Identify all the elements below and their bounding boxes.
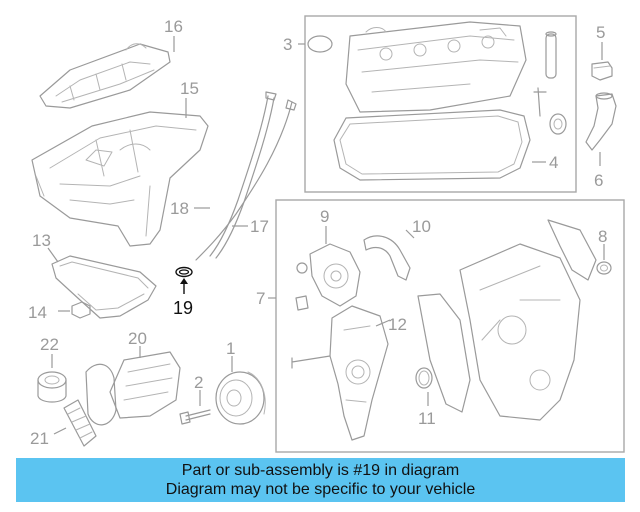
part-3-valve-cover[interactable]: [307, 21, 527, 113]
info-banner: Part or sub-assembly is #19 in diagram D…: [16, 458, 625, 502]
callout-6[interactable]: 6: [594, 171, 603, 190]
callout-22[interactable]: 22: [40, 335, 59, 354]
callout-9[interactable]: 9: [320, 207, 329, 226]
part-20-filter-housing[interactable]: [85, 351, 181, 426]
part-18-dipstick[interactable]: [195, 99, 297, 261]
callout-12[interactable]: 12: [388, 315, 407, 334]
callout-14[interactable]: 14: [28, 303, 47, 322]
callout-1[interactable]: 1: [226, 339, 235, 358]
callout-10[interactable]: 10: [412, 217, 431, 236]
part-16-baffle[interactable]: [39, 43, 171, 109]
part-pcv-tube: [533, 31, 567, 135]
part-10-hose[interactable]: [363, 235, 411, 281]
part-12-pump-housing[interactable]: [291, 305, 389, 441]
part-13-lower-oil-pan[interactable]: [51, 255, 157, 319]
callout-19[interactable]: 19: [173, 298, 193, 318]
part-2-bolt[interactable]: [179, 409, 211, 425]
callout-4[interactable]: 4: [549, 153, 558, 172]
callout-13[interactable]: 13: [32, 231, 51, 250]
part-4-valve-cover-gasket[interactable]: [333, 109, 531, 181]
banner-line-disclaimer: Diagram may not be specific to your vehi…: [165, 481, 476, 498]
part-17-dipstick-tube[interactable]: [209, 91, 277, 259]
callout-5[interactable]: 5: [596, 23, 605, 42]
callout-11[interactable]: 11: [418, 409, 436, 428]
part-14-drain-plug[interactable]: [71, 301, 91, 319]
part-timing-cover: [295, 219, 597, 421]
part-5-oil-fill-cap[interactable]: [591, 61, 613, 81]
callout-17[interactable]: 17: [250, 217, 269, 236]
callout-16[interactable]: 16: [164, 17, 183, 36]
group-frame-valve-cover: [304, 15, 577, 193]
part-6-oil-fill-tube[interactable]: [585, 92, 617, 151]
callout-21[interactable]: 21: [30, 429, 49, 448]
part-1-damper[interactable]: [215, 371, 266, 425]
callout-3[interactable]: 3: [283, 35, 292, 54]
callout-7[interactable]: 7: [256, 289, 265, 308]
group-frame-timing-cover: [275, 199, 625, 453]
part-9-water-pump[interactable]: [296, 243, 361, 307]
part-8-gasket[interactable]: [596, 261, 612, 275]
callout-2[interactable]: 2: [194, 373, 203, 392]
part-11-seal[interactable]: [415, 367, 433, 389]
banner-line-part: Part or sub-assembly is #19 in diagram: [181, 462, 460, 479]
callout-18[interactable]: 18: [170, 199, 189, 218]
part-15-upper-oil-pan[interactable]: [31, 111, 209, 247]
part-21-oil-filter[interactable]: [63, 399, 97, 447]
callout-8[interactable]: 8: [598, 227, 607, 246]
part-19-o-ring[interactable]: [175, 266, 193, 278]
part-22-filter-cap[interactable]: [37, 371, 67, 403]
callout-20[interactable]: 20: [128, 329, 147, 348]
callout-15[interactable]: 15: [180, 79, 199, 98]
